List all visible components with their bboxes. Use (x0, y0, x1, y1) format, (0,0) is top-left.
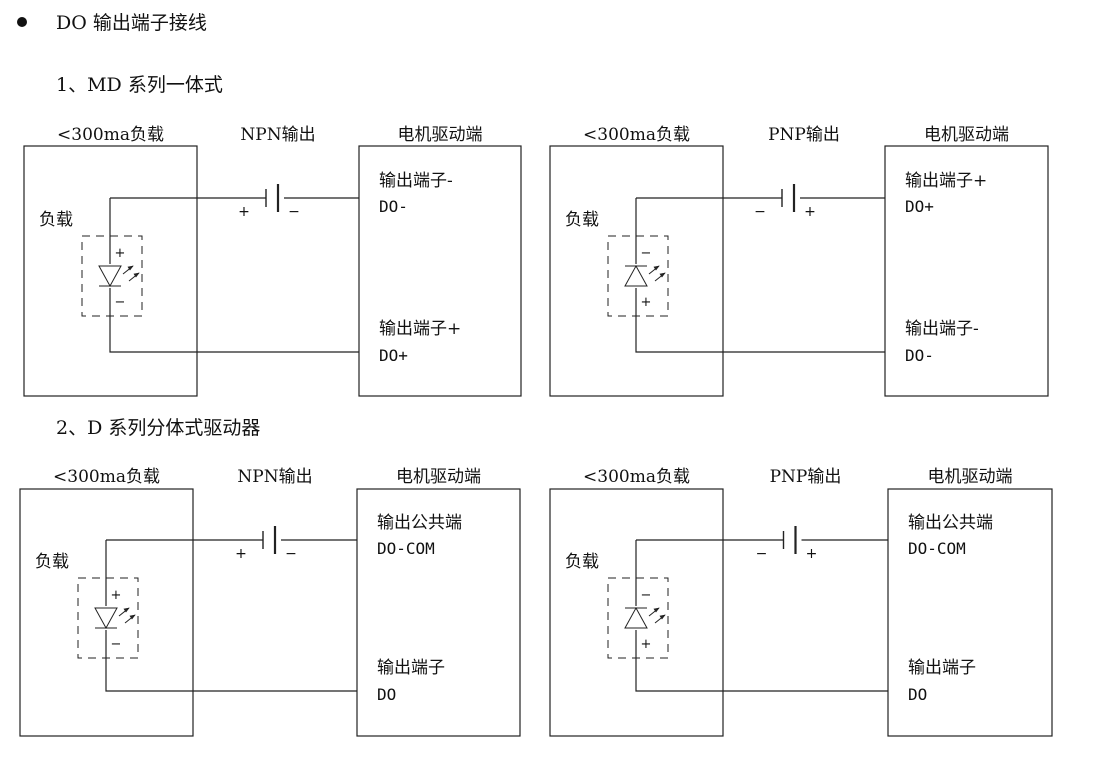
section2-title: 2、D 系列分体式驱动器 (56, 417, 260, 439)
terminal2-name: 输出端子+ (379, 319, 461, 339)
terminal1-name: 输出公共端 (908, 513, 993, 533)
led-dashed-enclosure (81, 235, 143, 317)
output-type-label: NPN输出 (237, 467, 312, 487)
section1-title: 1、MD 系列一体式 (56, 74, 223, 96)
terminal2-code: DO- (905, 346, 934, 365)
load-header-label: <300ma负载 (53, 467, 160, 487)
driver-box (356, 488, 521, 737)
load-text: 负载 (565, 210, 599, 230)
terminal2-name: 输出端子- (905, 319, 979, 339)
load-box (23, 145, 198, 397)
bullet-title: DO 输出端子接线 (56, 12, 207, 34)
load-box (549, 488, 724, 737)
driver-box (887, 488, 1053, 737)
load-box (549, 145, 724, 397)
terminal2-name: 输出端子 (377, 658, 445, 678)
output-type-label: PNP输出 (768, 125, 840, 145)
load-header-label: <300ma负载 (583, 125, 690, 145)
output-type-label: PNP输出 (770, 467, 842, 487)
driver-header-label: 电机驱动端 (398, 125, 483, 145)
led-dashed-enclosure (607, 235, 669, 317)
terminal1-code: DO+ (905, 197, 934, 216)
led-top-sign: + (115, 246, 126, 261)
wire-loop (105, 540, 357, 692)
load-header-label: <300ma负载 (57, 125, 164, 145)
battery-right-sign: + (806, 546, 818, 562)
battery-right-sign: − (288, 204, 300, 220)
led-bottom-sign: + (641, 637, 652, 652)
battery-right-sign: − (285, 546, 297, 562)
battery-left-sign: + (235, 546, 247, 562)
led-icon (624, 264, 648, 287)
driver-box (358, 145, 522, 397)
load-header-label: <300ma负载 (583, 467, 690, 487)
bullet-dot (17, 17, 27, 27)
led-dashed-enclosure (607, 577, 669, 659)
led-bottom-sign: − (111, 637, 122, 652)
load-text: 负载 (35, 552, 69, 572)
terminal2-code: DO (908, 685, 927, 704)
terminal2-code: DO (377, 685, 396, 704)
led-top-sign: − (641, 246, 652, 261)
led-dashed-enclosure (77, 577, 139, 659)
load-text: 负载 (39, 210, 73, 230)
battery-left-sign: + (238, 204, 250, 220)
led-icon (98, 265, 122, 288)
output-type-label: NPN输出 (240, 125, 315, 145)
battery-right-sign: + (804, 204, 816, 220)
terminal2-name: 输出端子 (908, 658, 976, 678)
driver-header-label: 电机驱动端 (396, 467, 481, 487)
wire-loop (635, 198, 885, 353)
wire-loop (635, 540, 888, 692)
wire-loop (109, 198, 359, 353)
driver-box (884, 145, 1049, 397)
load-box (19, 488, 194, 737)
led-top-sign: − (641, 588, 652, 603)
terminal2-code: DO+ (379, 346, 408, 365)
terminal1-name: 输出公共端 (377, 513, 462, 533)
led-icon (94, 607, 118, 630)
battery-left-sign: − (756, 546, 768, 562)
battery-left-sign: − (754, 204, 766, 220)
terminal1-code: DO-COM (377, 539, 435, 558)
led-bottom-sign: + (641, 295, 652, 310)
driver-header-label: 电机驱动端 (924, 125, 1009, 145)
led-top-sign: + (111, 588, 122, 603)
led-bottom-sign: − (115, 295, 126, 310)
terminal1-code: DO-COM (908, 539, 966, 558)
driver-header-label: 电机驱动端 (928, 467, 1013, 487)
terminal1-name: 输出端子- (379, 171, 453, 191)
load-text: 负载 (565, 552, 599, 572)
led-icon (624, 606, 648, 629)
terminal1-code: DO- (379, 197, 408, 216)
terminal1-name: 输出端子+ (905, 171, 987, 191)
